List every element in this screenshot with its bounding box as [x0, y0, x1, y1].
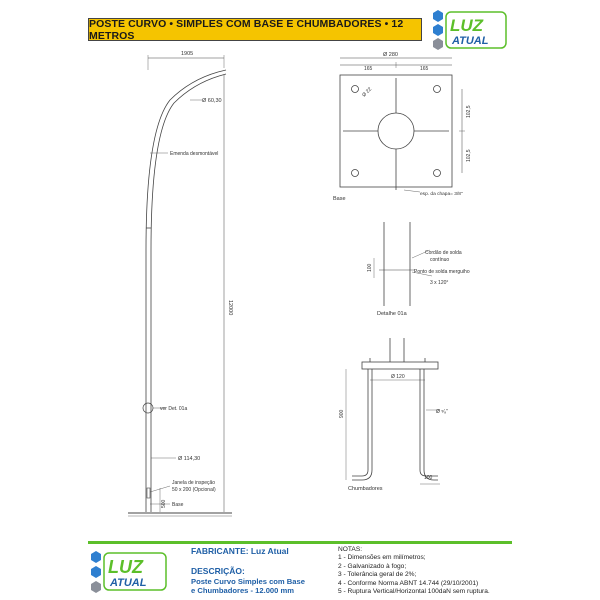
- luz-atual-logo-bottom: LUZ ATUAL: [91, 551, 167, 593]
- base-hole-dim: Ø 22: [361, 86, 373, 98]
- note-item: 3 - Tolerância geral de 2%;: [338, 571, 417, 579]
- logo-line1: LUZ: [450, 16, 484, 35]
- title-text: POSTE CURVO • SIMPLES COM BASE E CHUMBAD…: [89, 17, 404, 42]
- base-dim-165a: 165: [364, 66, 373, 72]
- base-title: Base: [333, 196, 346, 202]
- dim-12000: 12000: [227, 300, 233, 315]
- ch-dim-120: Ø 120: [391, 374, 405, 380]
- logo-line2: ATUAL: [451, 35, 489, 47]
- base-dim-102a: 102,5: [466, 105, 472, 118]
- base-esp-label: esp. da chapa= 3/8": [420, 191, 463, 197]
- ch-dim-900: 900: [339, 409, 345, 418]
- base-dim-280: Ø 280: [383, 52, 398, 58]
- logo-line1: LUZ: [108, 557, 144, 577]
- ver-det-label: ver Det. 01a: [160, 406, 187, 412]
- detalhe-title: Detalhe 01a: [377, 311, 408, 317]
- dim-500: 500: [161, 499, 167, 508]
- logo-hex-blue-icon: [433, 10, 443, 22]
- chumbadores: [345, 338, 440, 485]
- descricao-label: DESCRIÇÃO:: [191, 566, 245, 576]
- descricao-line2: e Chumbadores - 12.000 mm: [191, 586, 294, 595]
- detail-01a: [373, 222, 433, 306]
- document-title: POSTE CURVO • SIMPLES COM BASE E CHUMBAD…: [88, 17, 422, 42]
- logo-hex-gray-icon: [91, 581, 101, 593]
- logo-hex-blue2-icon: [91, 566, 101, 578]
- notes-block: NOTAS: 1 - Dimensões em milímetros; 2 - …: [338, 546, 490, 596]
- base-plate: [339, 57, 465, 193]
- logo-hex-gray-icon: [433, 38, 443, 50]
- note-item: 1 - Dimensões em milímetros;: [338, 554, 426, 562]
- fabricante-value: Luz Atual: [250, 546, 289, 556]
- logo-hex-blue2-icon: [433, 24, 443, 36]
- ch-dim-100: 100: [424, 475, 433, 481]
- note-item: 4 - Conforme Norma ABNT 14.744 (29/10/20…: [338, 579, 479, 587]
- janela-label-1: Janela de inspeção: [172, 480, 215, 486]
- cordao-label-2: contínuo: [430, 257, 449, 263]
- pole-elevation: [128, 55, 232, 517]
- notes-title: NOTAS:: [338, 546, 363, 553]
- logo-hex-blue-icon: [91, 551, 101, 563]
- emenda-label: Emenda desmontável: [170, 151, 218, 157]
- janela-label-2: 50 x 200 (Opcional): [172, 487, 216, 493]
- footer-divider: [88, 541, 512, 544]
- fabricante-label: FABRICANTE:: [191, 546, 249, 556]
- dim-60-30: Ø 60,30: [202, 98, 222, 104]
- ch-dim-phi: Ø ⁵⁄₈": [436, 409, 448, 415]
- dim-114-30: Ø 114,30: [178, 456, 200, 462]
- dim-1905: 1905: [181, 51, 193, 57]
- logo-line2: ATUAL: [109, 577, 147, 589]
- chumbadores-title: Chumbadores: [348, 486, 383, 492]
- luz-atual-logo-top: LUZ ATUAL: [433, 10, 507, 50]
- det-dim-100: 100: [367, 263, 373, 272]
- note-item: 5 - Ruptura Vertical/Horizontal 100daN s…: [338, 588, 490, 596]
- fabricante-row: FABRICANTE: Luz Atual: [191, 546, 289, 556]
- base-dim-102b: 102,5: [466, 149, 472, 162]
- base-dim-165b: 165: [420, 66, 429, 72]
- note-item: 2 - Galvanizado à fogo;: [338, 562, 407, 570]
- ponto-label-1: Ponto de solda merguiho: [414, 269, 470, 275]
- ponto-label-2: 3 x 120°: [430, 280, 448, 286]
- descricao-line1: Poste Curvo Simples com Base: [191, 577, 305, 586]
- base-leader-label: Base: [172, 502, 184, 508]
- cordao-label-1: Cordão de solda: [425, 250, 462, 256]
- technical-drawing: 1905 Ø 60,30 Emenda desmontável 12000 ve…: [128, 51, 472, 517]
